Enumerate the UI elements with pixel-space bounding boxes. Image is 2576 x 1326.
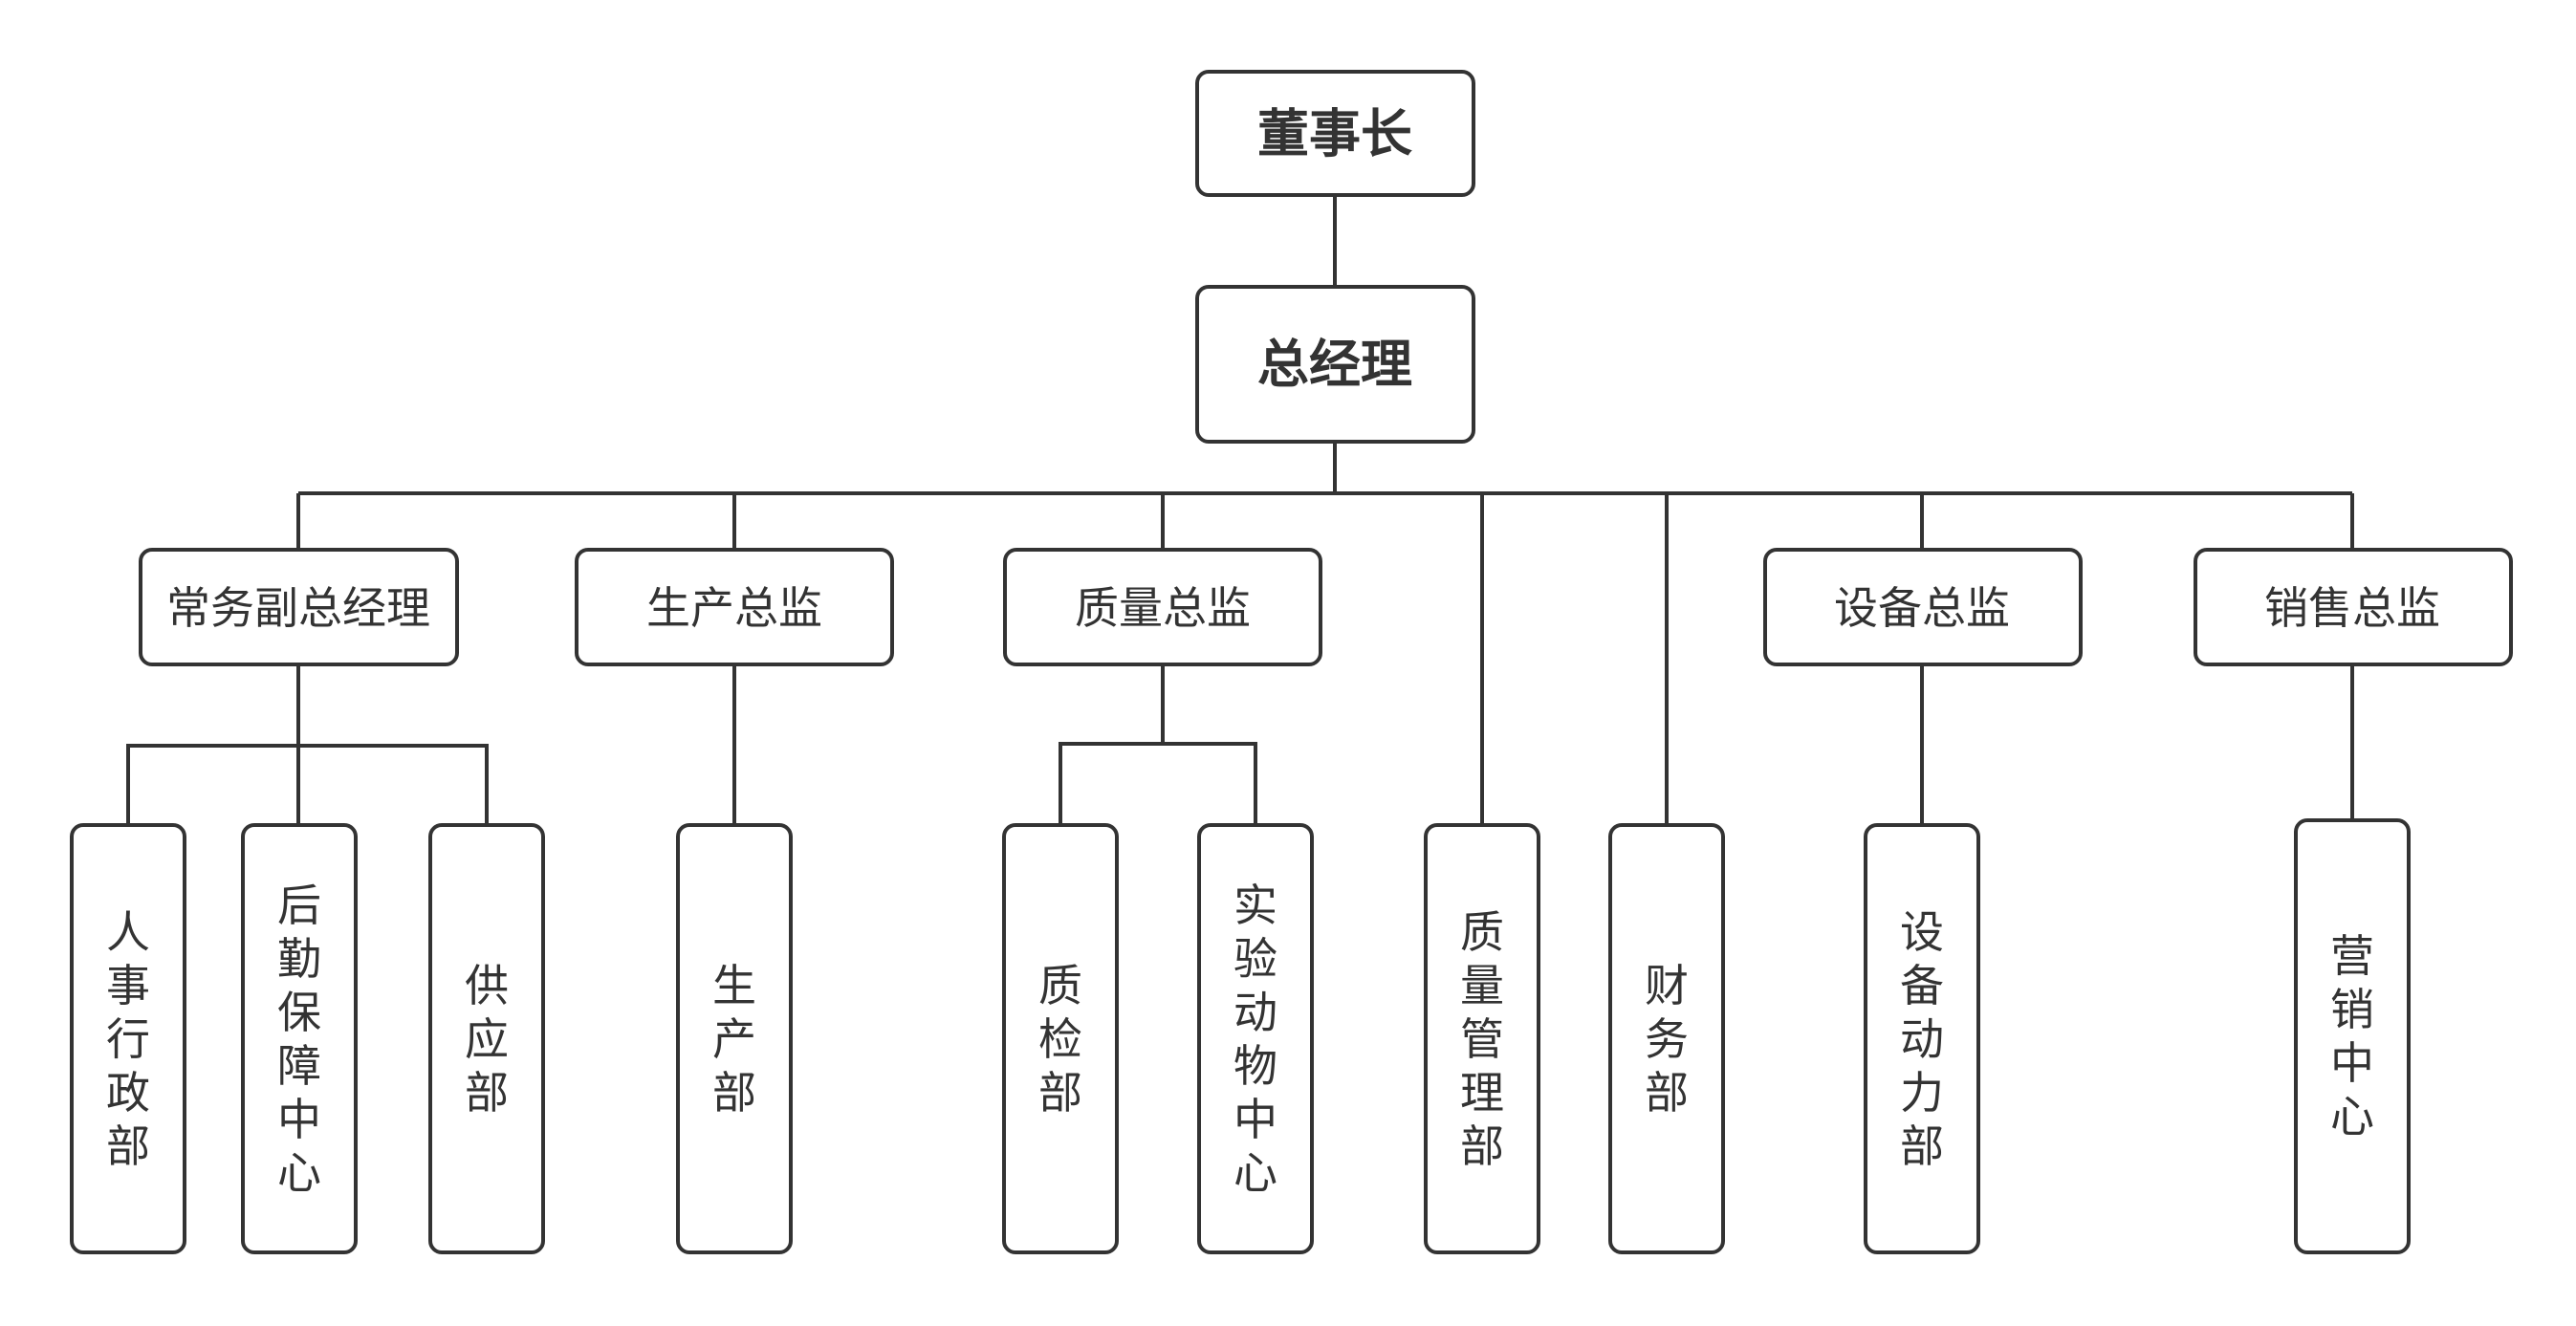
ceo-label: 总经理 [1257,335,1412,395]
logistics-box: 后勤保障中心 [241,823,358,1254]
qual-dir-box: 质量总监 [1003,548,1322,666]
hr-label: 人事行政部 [106,906,150,1172]
sales-dir-box: 销售总监 [2194,548,2513,666]
qm-label: 质量管理部 [1460,906,1504,1172]
prod-dir-box: 生产总监 [575,548,894,666]
qc-label: 质检部 [1038,960,1082,1119]
qual-dir-label: 质量总监 [1075,582,1251,634]
supply-box: 供应部 [428,823,545,1254]
lab-label: 实验动物中心 [1233,880,1277,1199]
marketing-box: 营销中心 [2294,818,2411,1254]
power-label: 设备动力部 [1900,906,1944,1172]
sales-dir-label: 销售总监 [2264,582,2440,634]
prod-dir-label: 生产总监 [646,582,822,634]
vp-box: 常务副总经理 [139,548,459,666]
hr-box: 人事行政部 [70,823,186,1254]
production-box: 生产部 [676,823,793,1254]
power-box: 设备动力部 [1864,823,1980,1254]
vp-label: 常务副总经理 [166,582,430,634]
finance-box: 财务部 [1608,823,1725,1254]
logistics-label: 后勤保障中心 [277,880,321,1199]
production-label: 生产部 [712,960,756,1119]
chairman-label: 董事长 [1257,104,1412,164]
connectors [126,195,2354,825]
supply-label: 供应部 [465,960,509,1119]
chairman-box: 董事长 [1195,70,1475,197]
equip-dir-box: 设备总监 [1763,548,2083,666]
qc-box: 质检部 [1002,823,1119,1254]
equip-dir-label: 设备总监 [1834,582,2010,634]
lab-box: 实验动物中心 [1197,823,1314,1254]
connector-qual-sub-bus [1059,742,1257,825]
finance-label: 财务部 [1645,960,1689,1119]
ceo-box: 总经理 [1195,285,1475,444]
marketing-label: 营销中心 [2330,930,2374,1142]
connector-vp-sub-bus [126,744,489,825]
qm-box: 质量管理部 [1424,823,1540,1254]
